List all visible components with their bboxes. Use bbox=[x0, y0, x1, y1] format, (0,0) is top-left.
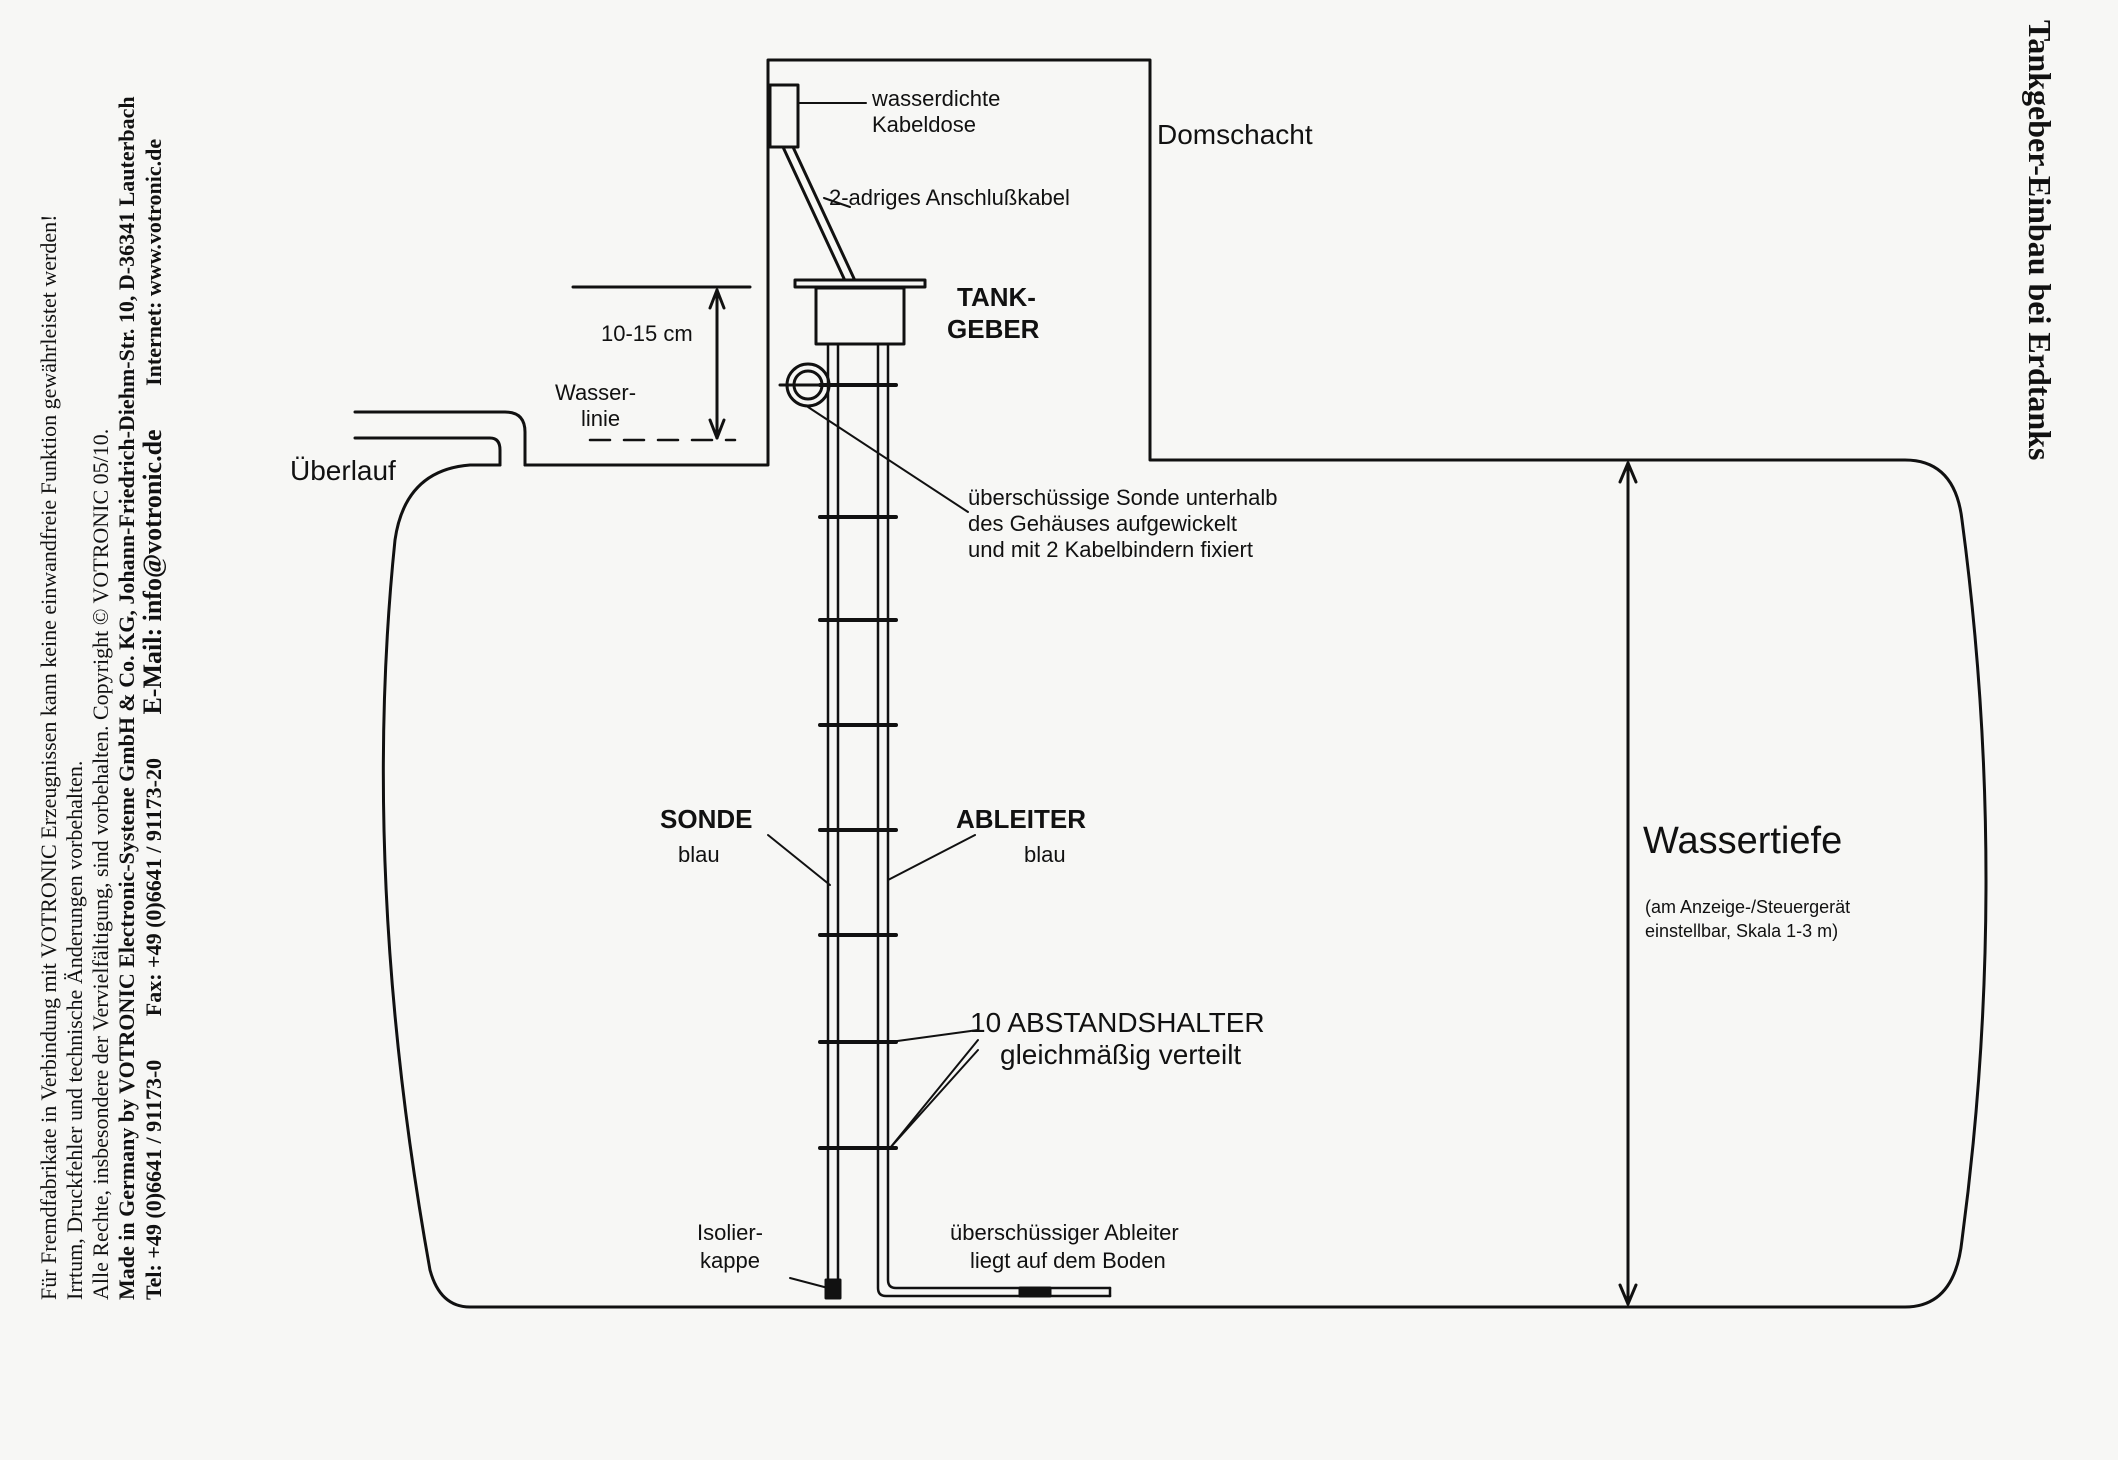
label-sonde-color: blau bbox=[678, 842, 720, 867]
label-kabeldose-2: Kabeldose bbox=[872, 112, 976, 137]
label-ableiter: ABLEITER bbox=[956, 804, 1086, 834]
footer-tel: Tel: +49 (0)6641 / 91173-0 bbox=[141, 1059, 166, 1300]
label-abstandshalter-1: 10 ABSTANDSHALTER bbox=[970, 1007, 1265, 1038]
label-abstandshalter-2: gleichmäßig verteilt bbox=[1000, 1039, 1241, 1070]
label-abstand: 10-15 cm bbox=[601, 321, 693, 346]
label-isolierkappe-1: Isolier- bbox=[697, 1220, 763, 1245]
label-wasserlinie-2: linie bbox=[581, 406, 620, 431]
label-sonde-excess-2: des Gehäuses aufgewickelt bbox=[968, 511, 1237, 536]
label-wassertiefe-note-1: (am Anzeige-/Steuergerät bbox=[1645, 897, 1850, 917]
footer-line-4: Made in Germany by VOTRONIC Electronic-S… bbox=[114, 96, 139, 1300]
conductor-wire bbox=[876, 342, 1112, 1298]
label-domschacht: Domschacht bbox=[1157, 119, 1313, 150]
label-kabeldose-1: wasserdichte bbox=[871, 86, 1000, 111]
footer-line-1: Für Fremdfabrikate in Verbindung mit VOT… bbox=[36, 214, 61, 1300]
footer-fax: Fax: +49 (0)6641 / 91173-20 bbox=[141, 758, 166, 1017]
label-ueberlauf: Überlauf bbox=[290, 455, 396, 486]
label-ableiter-excess-2: liegt auf dem Boden bbox=[970, 1248, 1166, 1273]
label-ableiter-excess-1: überschüssiger Ableiter bbox=[950, 1220, 1179, 1245]
label-sonde-excess-1: überschüssige Sonde unterhalb bbox=[968, 485, 1277, 510]
insulating-cap bbox=[824, 1278, 842, 1300]
label-tankgeber-2: GEBER bbox=[947, 314, 1040, 344]
label-wasserlinie-1: Wasser- bbox=[555, 380, 636, 405]
label-isolierkappe-2: kappe bbox=[700, 1248, 760, 1273]
label-sonde: SONDE bbox=[660, 804, 752, 834]
label-wassertiefe: Wassertiefe bbox=[1643, 820, 1842, 862]
conductor-end bbox=[1018, 1286, 1052, 1298]
label-wassertiefe-note-2: einstellbar, Skala 1-3 m) bbox=[1645, 921, 1838, 941]
sensor-flange bbox=[793, 278, 927, 289]
footer-line-2: Irrtum, Druckfehler und technische Änder… bbox=[62, 760, 87, 1300]
spacers bbox=[818, 383, 898, 1150]
label-tankgeber-1: TANK- bbox=[957, 282, 1036, 312]
footer-block: Für Fremdfabrikate in Verbindung mit VOT… bbox=[36, 96, 167, 1300]
cable-box bbox=[768, 83, 800, 149]
footer-email: E-Mail: info@votronic.de bbox=[138, 429, 167, 715]
footer-contact: Tel: +49 (0)6641 / 91173-0 Fax: +49 (0)6… bbox=[138, 96, 167, 1300]
tank-outline bbox=[381, 58, 1988, 1309]
connection-cable bbox=[781, 145, 849, 287]
label-anschlusskabel: 2-adriges Anschlußkabel bbox=[829, 185, 1070, 210]
footer-internet: Internet: www.votronic.de bbox=[141, 138, 166, 386]
label-sonde-excess-3: und mit 2 Kabelbindern fixiert bbox=[968, 537, 1253, 562]
footer-line-3: Alle Rechte, insbesondere der Vervielfäl… bbox=[88, 428, 113, 1300]
overflow-pipe bbox=[353, 410, 527, 467]
label-ableiter-color: blau bbox=[1024, 842, 1066, 867]
document-title: Tankgeber-Einbau bei Erdtanks bbox=[2022, 20, 2058, 461]
sensor-housing bbox=[814, 286, 906, 346]
